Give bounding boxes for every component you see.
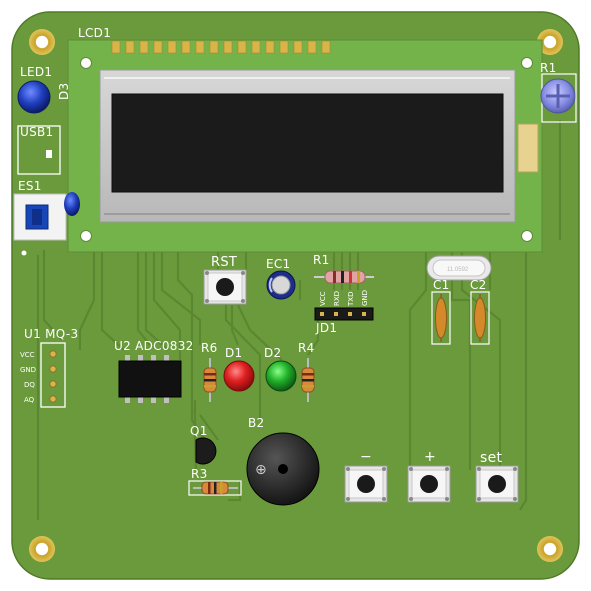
r6-resistor (203, 358, 217, 402)
usb-connector (17, 125, 61, 175)
jd1-pin-vcc: VCC (319, 291, 327, 306)
mounting-hole (29, 536, 55, 562)
q1-transistor (195, 437, 217, 465)
jd1-header (314, 307, 374, 321)
c2-capacitor (474, 294, 486, 342)
btn-plus-label: + (424, 449, 436, 465)
sensor-header (40, 342, 66, 408)
es1-label: ES1 (18, 179, 42, 193)
minus-button[interactable] (344, 465, 388, 503)
sensor-label: U1 MQ-3 (24, 327, 78, 341)
b2-buzzer: ⊕ (246, 432, 320, 506)
crystal-text: 11.0592 (447, 267, 469, 273)
d3-label: D3 (57, 83, 71, 100)
crystal-oscillator: 11.0592 (426, 255, 492, 281)
mounting-hole (537, 29, 563, 55)
es1-power-switch[interactable] (13, 193, 67, 241)
svg-text:⊕: ⊕ (255, 462, 267, 478)
r4-label: R4 (298, 341, 315, 355)
jd1-label: JD1 (315, 321, 337, 335)
adc0832-chip (118, 355, 182, 403)
lcd-module (67, 39, 543, 253)
lcd-screen (111, 93, 504, 193)
c1-label: C1 (433, 278, 450, 292)
btn-set-label: set (480, 450, 503, 466)
btn-minus-label: − (360, 449, 372, 465)
jd1-pin-rxd: RXD (333, 291, 341, 306)
led-partial (64, 192, 80, 216)
r1-resistor (314, 270, 374, 284)
r4-resistor (301, 358, 315, 402)
r3-label: R3 (191, 467, 208, 481)
r3-resistor (188, 480, 242, 496)
plus-button[interactable] (407, 465, 451, 503)
q1-label: Q1 (190, 424, 208, 438)
c2-label: C2 (470, 278, 487, 292)
sensor-pin-dq: DQ (24, 381, 35, 389)
d2-green-led (265, 360, 297, 392)
r1-pot-label: R1 (540, 61, 557, 75)
d2-label: D2 (264, 346, 281, 360)
sensor-pin-aq: AQ (24, 396, 35, 404)
sensor-pin-gnd: GND (20, 366, 36, 374)
mounting-hole (29, 29, 55, 55)
set-button[interactable] (475, 465, 519, 503)
r6-label: R6 (201, 341, 218, 355)
led1-label: LED1 (20, 65, 52, 79)
adc-label: U2 ADC0832 (114, 339, 194, 353)
jd1-pin-gnd: GND (361, 290, 369, 306)
r1-resistor-label: R1 (313, 253, 330, 267)
led1-blue-led (17, 80, 51, 114)
mounting-hole (537, 536, 563, 562)
rst-label: RST (211, 255, 237, 270)
c1-capacitor (435, 294, 447, 342)
rst-button[interactable] (203, 269, 247, 305)
sensor-pin-vcc: VCC (20, 351, 35, 359)
usb1-label: USB1 (20, 125, 53, 139)
ec1-label: EC1 (266, 257, 291, 271)
ec1-capacitor (266, 270, 296, 300)
lcd-backlight-tab (517, 123, 539, 173)
lcd-label: LCD1 (78, 26, 111, 40)
jd1-pin-txd: TXD (347, 292, 355, 307)
d1-red-led (223, 360, 255, 392)
d1-label: D1 (225, 346, 242, 360)
b2-label: B2 (248, 416, 264, 430)
sensor-pins (49, 350, 57, 403)
